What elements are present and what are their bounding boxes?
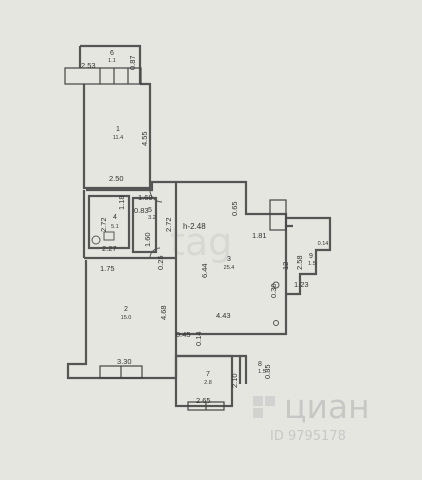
watermark-id: ID 9795178 (270, 429, 346, 444)
dimension-label: 2.65 (196, 396, 211, 405)
dimension-label: 2.10 (230, 373, 239, 388)
room-number: 2 (124, 306, 128, 313)
sink-icon (103, 231, 115, 241)
watermark-brand: циан (284, 387, 370, 426)
dimension-label: 0.45 (176, 330, 191, 339)
dimension-label: 0.65 (230, 201, 239, 216)
room-area: 25.4 (224, 265, 235, 271)
cian-watermark: циан ID 9795178 (253, 387, 370, 444)
room-area: 2.8 (204, 380, 212, 386)
dimension-label: 2.53 (81, 61, 96, 70)
room-labels: 6 1.1 1 11.4 4 5.1 5 3.2 3 25.4 2 15.0 7… (108, 50, 328, 386)
room-number: 6 (110, 50, 114, 57)
fixtures (91, 189, 280, 326)
dimension-label: 0.25 (156, 255, 165, 270)
dimension-label: 1.60 (143, 232, 152, 247)
dimension-label: 2.27 (102, 244, 117, 253)
dimension-label: 1.75 (100, 264, 115, 273)
dimension-label: 3.30 (117, 357, 132, 366)
room-number: 3 (227, 256, 231, 263)
room-number: 9 (309, 253, 313, 260)
room-area: 1.5 (308, 261, 316, 267)
windows (64, 67, 287, 411)
dimension-label: 12 (281, 262, 290, 270)
cian-logo-icon (253, 396, 275, 418)
room-area: 1.1 (108, 58, 116, 64)
toilet-icon (91, 235, 101, 245)
stove-icon (272, 281, 280, 289)
door-swing-icon (149, 189, 163, 203)
room-number: 8 (258, 361, 262, 368)
dimension-label: 2.58 (295, 255, 304, 270)
dimension-label: 0.87 (128, 55, 137, 70)
room-number: 5 (148, 207, 152, 214)
room-number: 1 (116, 126, 120, 133)
room-number: 4 (113, 214, 117, 221)
dimension-label: 0.85 (263, 364, 272, 379)
dimension-label: 2.72 (99, 217, 108, 232)
room-area: 0.14 (318, 241, 329, 247)
dimension-label: 1.81 (252, 231, 267, 240)
room-area: 3.2 (148, 215, 156, 221)
dimension-label: 4.55 (140, 131, 149, 146)
dimension-label: 2.50 (109, 174, 124, 183)
dimension-label: 6.44 (200, 263, 209, 278)
room-number: 7 (206, 371, 210, 378)
center-watermark: tag (170, 220, 232, 264)
ceiling-height: h-2.48 (183, 222, 206, 231)
dimension-label: 0.83 (134, 206, 149, 215)
dimension-label: 1.18 (117, 195, 126, 210)
dimension-labels: 2.53 0.87 4.55 2.50 1.68 0.65 1.18 0.83 … (81, 55, 309, 405)
dimension-label: 1.23 (294, 280, 309, 289)
dimension-label: 4.68 (159, 305, 168, 320)
dimension-label: 0.14 (194, 331, 203, 346)
room-area: 11.4 (113, 135, 123, 141)
room-area: 5.1 (111, 224, 119, 230)
room-area: 1.5 (258, 369, 266, 375)
dimension-label: 1.68 (138, 193, 153, 202)
room-area: 15.0 (121, 315, 132, 321)
dimension-label: 2.72 (164, 217, 173, 232)
dimension-label: 0.30 (269, 283, 278, 298)
dimension-label: 4.43 (216, 311, 231, 320)
